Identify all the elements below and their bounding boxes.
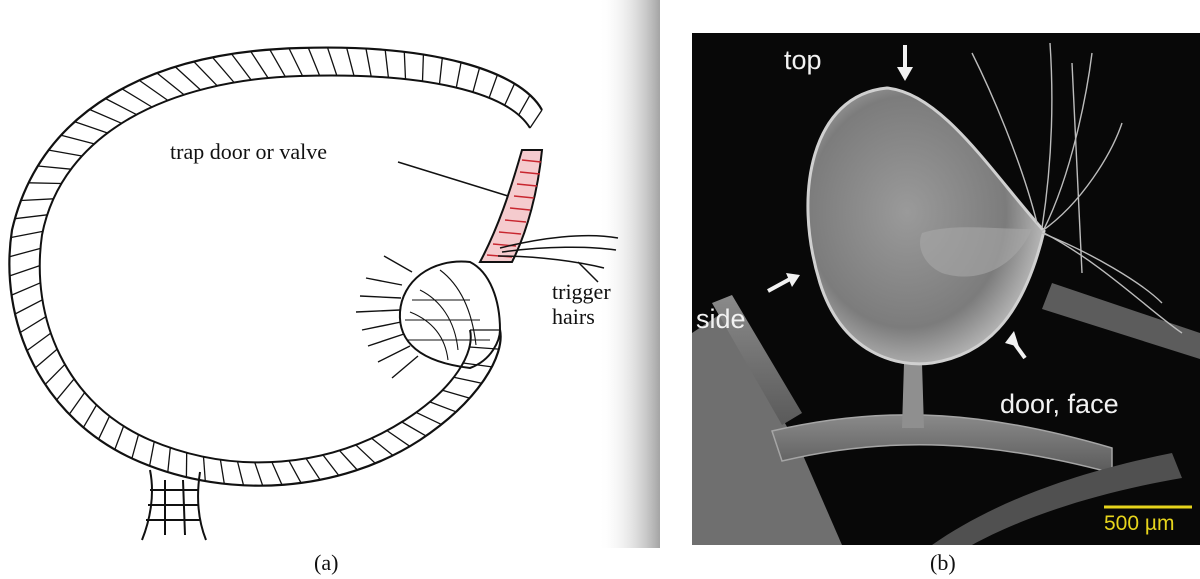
wall-cell-divider (251, 51, 268, 78)
wall-cell-divider (132, 435, 139, 459)
arrow-side (768, 273, 800, 291)
micrograph-image (692, 33, 1200, 545)
wall-cell-divider (416, 412, 441, 424)
wall-cell-divider (99, 416, 110, 439)
wall-cell-divider (38, 166, 71, 169)
wall-cell-divider (404, 52, 405, 79)
wall-cell-divider (402, 422, 426, 436)
panel-a-drawing: trap door or valve trigger hairs (0, 0, 660, 548)
wall-cell-divider (83, 405, 96, 427)
wall-cell-divider (115, 426, 124, 449)
wall-cell-divider (306, 458, 320, 479)
wall-cell-divider (473, 68, 480, 92)
wall-cell-divider (423, 55, 424, 82)
wall-cell-divider (232, 54, 252, 80)
wall-cell-divider (57, 379, 75, 400)
wall-cell-divider (213, 57, 235, 82)
wall-cell-divider (440, 58, 443, 84)
wall-cell-divider (10, 266, 40, 276)
wall-cell-divider (220, 460, 224, 484)
wall-cell-divider (372, 438, 393, 455)
wall-cell-divider (15, 300, 42, 314)
wall-cell-divider (168, 448, 171, 472)
wall-cell-divider (387, 431, 410, 447)
wall-cell-divider (366, 49, 371, 77)
wall-cell-divider (339, 450, 357, 470)
wall-cell-divider (45, 364, 65, 384)
wall-cells (10, 48, 543, 486)
wall-cell-divider (12, 283, 41, 295)
wall-cell-divider (328, 48, 337, 76)
wall-cell-divider (238, 462, 244, 486)
wall-cell-divider (454, 377, 482, 383)
label-trigger-line1: trigger (552, 280, 611, 305)
wall-cell-divider (489, 75, 497, 98)
wall-cell-divider (150, 442, 155, 466)
wall-cell-divider (61, 135, 94, 144)
bladder-stalk (902, 363, 924, 428)
wall-cell-divider (11, 231, 43, 237)
page-shadow (598, 0, 660, 548)
wall-cell-divider (69, 393, 84, 415)
arrow-door (1005, 331, 1025, 358)
label-side: side (696, 304, 746, 335)
wall-cell-divider (27, 333, 51, 351)
wall-cell-divider (204, 457, 206, 481)
wall-cell-divider (270, 50, 286, 77)
label-trigger-hairs: trigger hairs (552, 280, 611, 329)
wall-cell-divider (15, 215, 47, 219)
wall-cell-divider (519, 95, 530, 115)
wall-cell-divider (105, 99, 136, 115)
label-door-face: door, face (1000, 389, 1119, 420)
wall-cell-divider (49, 150, 82, 156)
wall-cell-divider (505, 84, 515, 106)
wall-cell-divider (122, 89, 152, 107)
wall-cell-divider (175, 67, 200, 90)
wall-cell-divider (20, 317, 46, 333)
wall-cell-divider (255, 462, 263, 485)
branch-main (772, 415, 1112, 473)
trap-wall-outer (9, 48, 542, 486)
wall-cell-divider (139, 80, 168, 100)
wall-cell-divider (29, 183, 62, 184)
wall-cell-divider (289, 48, 303, 76)
wall-cell-divider (21, 199, 54, 201)
label-trap-door: trap door or valve (170, 140, 327, 165)
wall-cell-divider (289, 461, 301, 483)
wall-cell-divider (157, 73, 184, 95)
wall-cell-divider (385, 50, 388, 78)
wall-cell-divider (194, 62, 217, 86)
wall-cell-divider (323, 455, 339, 476)
threshold-collar (400, 262, 500, 368)
scale-bar-label: 500 µm (1104, 512, 1174, 536)
trap-door-leader (398, 162, 508, 196)
label-top: top (784, 45, 822, 76)
wall-cell-divider (308, 48, 319, 76)
bladder-trap (808, 88, 1044, 364)
wall-cell-divider (530, 110, 542, 128)
trap-wall-inner (40, 75, 530, 462)
wall-cell-divider (347, 48, 354, 76)
wall-cell-divider (442, 390, 469, 398)
wall-cell-divider (272, 462, 282, 485)
branch-right (1042, 283, 1200, 359)
arrow-top (897, 45, 913, 81)
panel-b-micrograph: top side door, face 500 µm (692, 33, 1200, 545)
caption-a: (a) (314, 550, 338, 576)
wall-cell-divider (356, 445, 376, 464)
caption-b: (b) (930, 550, 956, 576)
label-trigger-line2: hairs (552, 305, 611, 330)
wall-cell-divider (456, 62, 461, 87)
wall-cell-divider (35, 349, 57, 368)
wall-cell-divider (90, 110, 122, 124)
wall-cell-divider (430, 402, 456, 412)
trap-section-drawing (0, 0, 660, 548)
wall-cell-divider (10, 248, 41, 256)
wall-cell-divider (75, 122, 108, 133)
collar-hairs (356, 256, 418, 378)
collar-cells (405, 270, 490, 360)
